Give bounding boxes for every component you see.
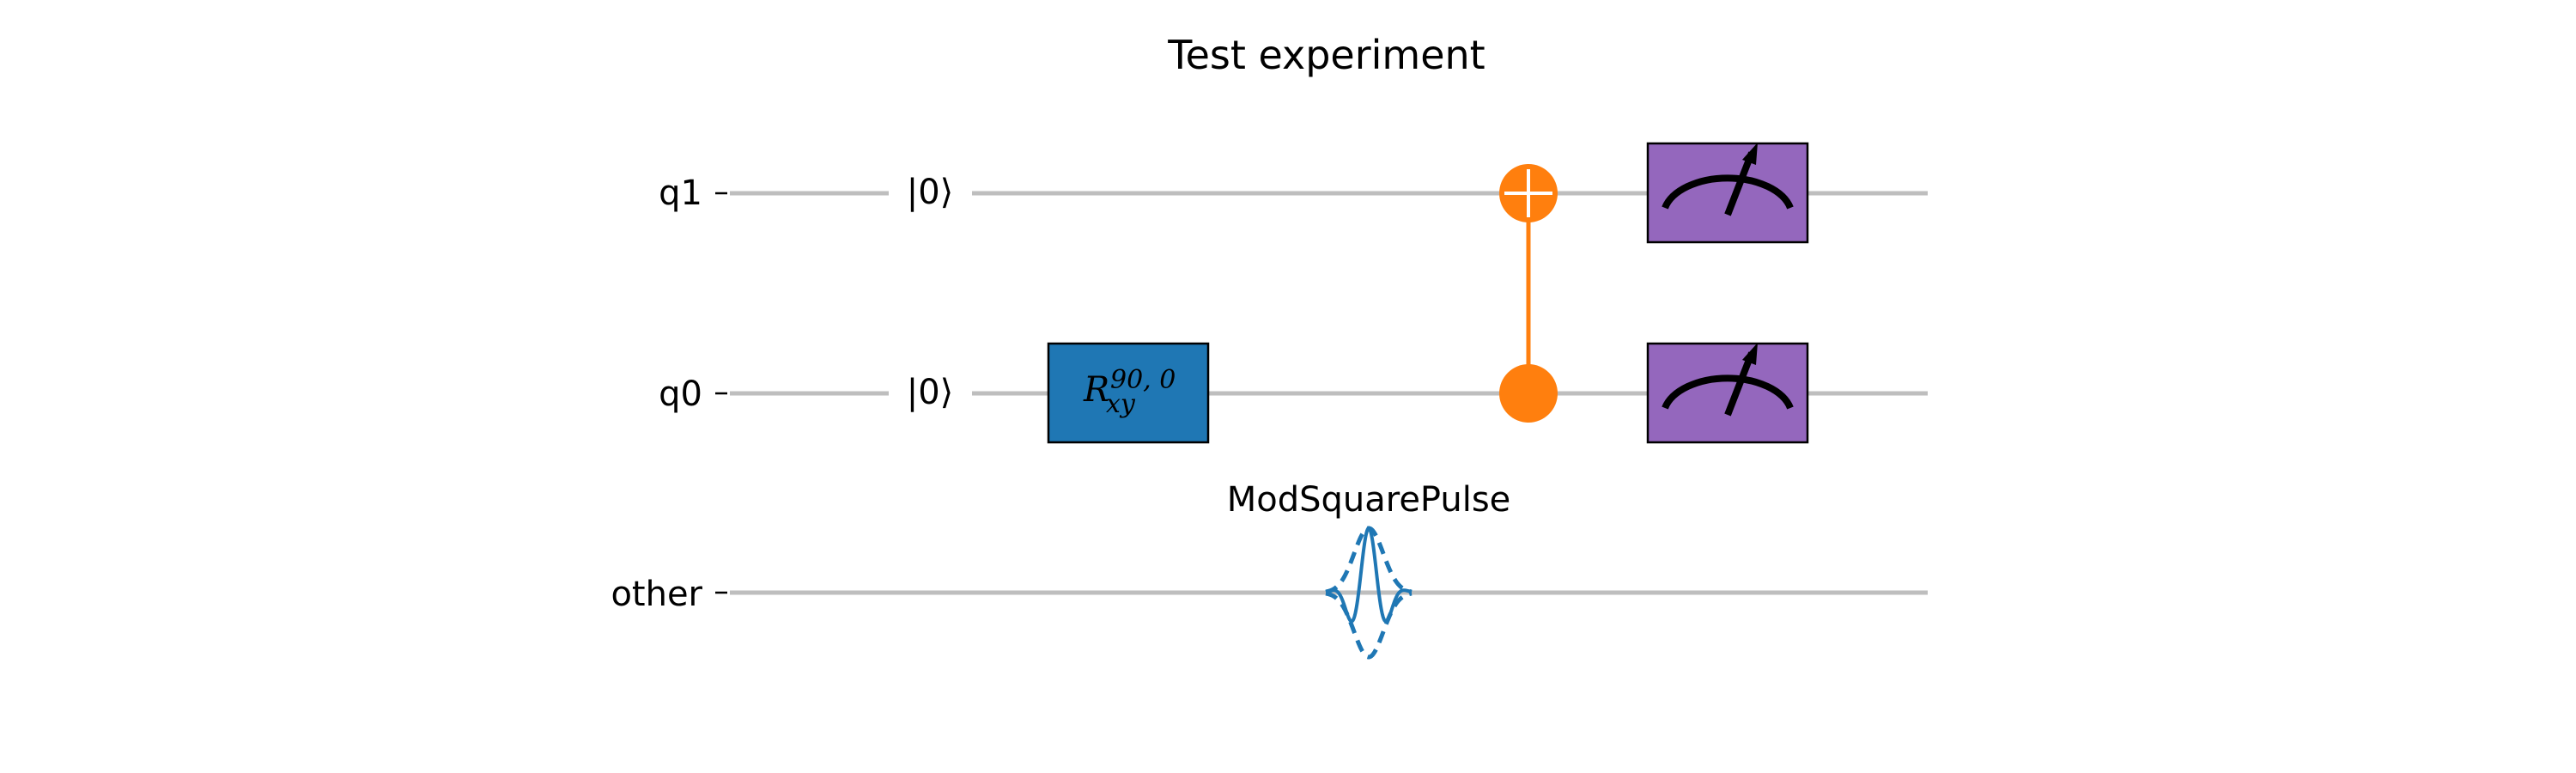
rotation-gate-symbol: R	[1083, 370, 1109, 410]
rotation-gate-subscript: xy	[1106, 389, 1136, 419]
pulse-carrier	[1325, 526, 1413, 624]
cnot-target-plus-icon	[1504, 169, 1552, 217]
qubit-label-q0: q0	[659, 374, 702, 414]
measure-gate-q1	[1646, 142, 1809, 244]
pulse-waveform	[1325, 526, 1413, 660]
qubit-label-q1: q1	[659, 173, 702, 213]
measure-gate-q0	[1646, 342, 1809, 444]
meter-needle-tip-icon	[1742, 143, 1758, 165]
meter-needle-tip-icon	[1742, 343, 1758, 365]
rotation-gate-box	[1047, 342, 1210, 444]
meter-icon	[1662, 151, 1794, 216]
qubit-label-other: other	[611, 575, 702, 614]
meter-icon	[1662, 351, 1794, 417]
reset-q1: |0⟩	[907, 173, 954, 212]
diagram-title: Test experiment	[1167, 32, 1485, 78]
rotation-gate-superscript: 90, 0	[1110, 365, 1176, 395]
reset-q0: |0⟩	[907, 373, 954, 412]
cnot-control-dot	[1499, 364, 1558, 423]
cnot-gate	[1499, 164, 1558, 423]
pulse-label: ModSquarePulse	[1227, 480, 1511, 520]
pulse-envelope-top	[1325, 526, 1413, 594]
rotation-gate-q0: R xy 90, 0	[1047, 342, 1210, 444]
pulse-envelope-bottom	[1325, 591, 1413, 660]
